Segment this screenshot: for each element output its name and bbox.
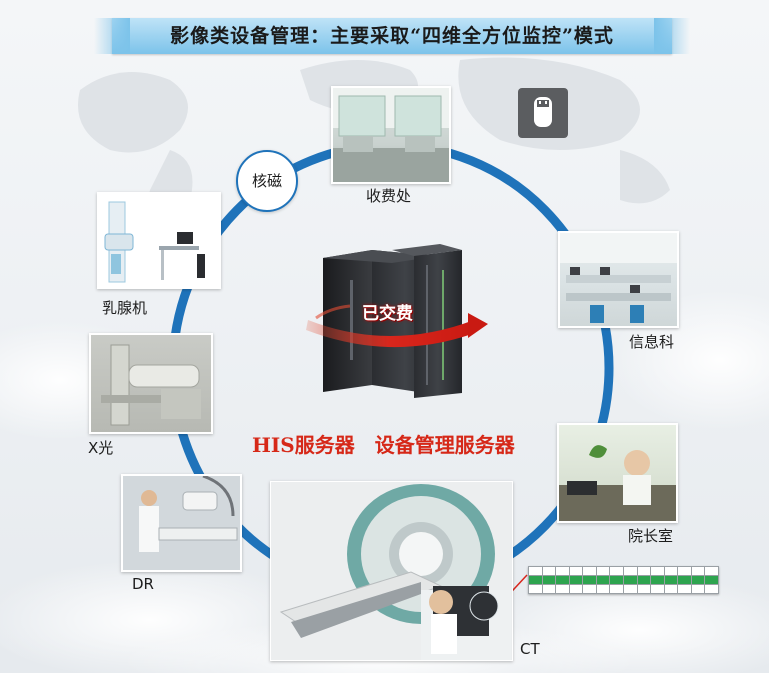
- dean-office-photo: [557, 423, 678, 523]
- monitoring-record-table: [528, 566, 719, 594]
- info-dept-photo: [558, 231, 679, 328]
- mri-label: 核磁: [251, 172, 282, 190]
- server-label: HIS服务器 设备管理服务器: [252, 433, 515, 457]
- paid-stamp: 已交费: [362, 304, 413, 324]
- page-title: 影像类设备管理：主要采取“四维全方位监控”模式: [170, 25, 614, 47]
- xray-label: X光: [88, 439, 114, 457]
- ct-photo: [270, 481, 513, 661]
- usb-drive-icon: [534, 97, 552, 127]
- fee-office-photo: [331, 86, 451, 184]
- mammography-photo: [97, 192, 221, 289]
- usb-drive-button[interactable]: [518, 88, 568, 138]
- table-row: [528, 584, 719, 594]
- info-dept-label: 信息科: [629, 333, 675, 351]
- ct-label: CT: [520, 640, 540, 658]
- mri-node: [236, 150, 298, 212]
- mammography-label: 乳腺机: [102, 299, 148, 317]
- dr-label: DR: [132, 575, 154, 593]
- fee-office-label: 收费处: [366, 187, 412, 205]
- xray-photo: [89, 333, 213, 434]
- table-header-row: [528, 566, 719, 576]
- dean-office-label: 院长室: [628, 527, 674, 545]
- server-rack-icon: [323, 244, 462, 398]
- payment-flow-arrow: [306, 304, 488, 348]
- title-banner: [94, 18, 690, 54]
- dr-photo: [121, 474, 242, 572]
- table-row: [528, 575, 719, 585]
